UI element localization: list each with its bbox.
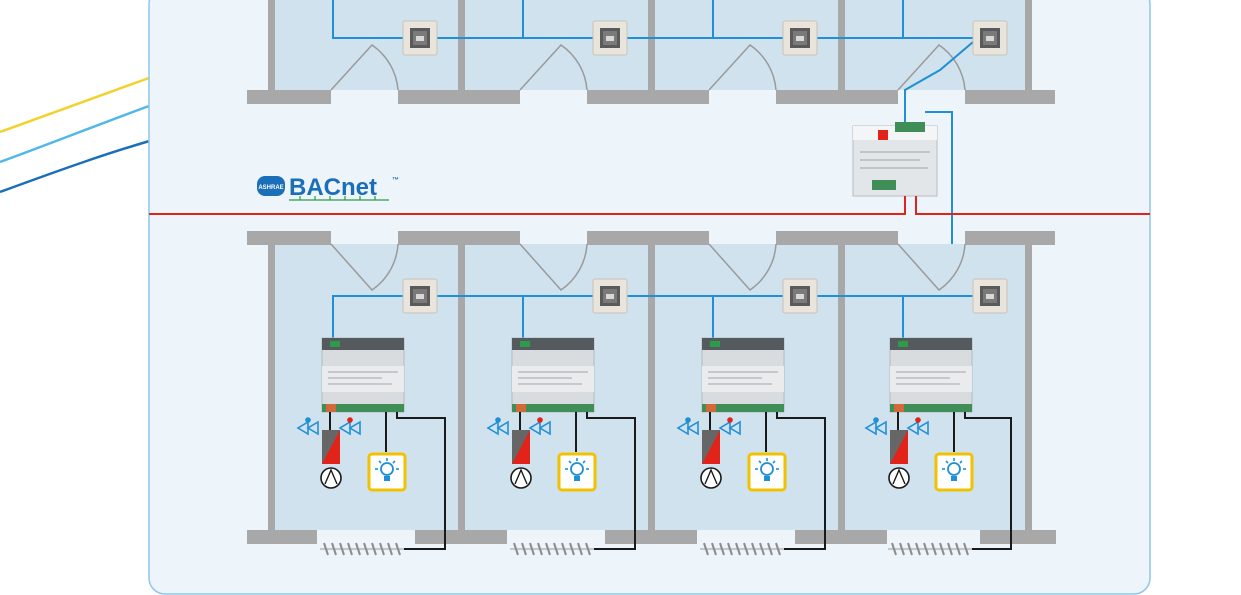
light-bulb-icon[interactable] [934, 452, 974, 492]
light-bulb-icon[interactable] [367, 452, 407, 492]
room-thermostat-icon[interactable] [782, 278, 818, 314]
ashrae-badge: ASHRAE [258, 185, 283, 191]
room-controller-icon[interactable] [511, 337, 595, 413]
trademark-symbol: ™ [392, 177, 399, 184]
room-controller-icon[interactable] [889, 337, 973, 413]
room-thermostat-icon[interactable] [402, 278, 438, 314]
bottom-floor [247, 231, 1056, 556]
room-thermostat-icon[interactable] [972, 20, 1008, 56]
bacnet-logo: ASHRAE BACnet ™ [257, 174, 399, 201]
room-controller-icon[interactable] [701, 337, 785, 413]
room-thermostat-icon[interactable] [782, 20, 818, 56]
light-bulb-icon[interactable] [747, 452, 787, 492]
light-bulb-icon[interactable] [557, 452, 597, 492]
bacnet-logo-text: BACnet [289, 174, 377, 201]
room-thermostat-icon[interactable] [402, 20, 438, 56]
bacnet-bus-line [149, 196, 1150, 215]
top-floor [247, 0, 1055, 122]
bacnet-gateway-icon[interactable] [852, 122, 938, 197]
room-controller-icon[interactable] [321, 337, 405, 413]
room-thermostat-icon[interactable] [592, 20, 628, 56]
room-thermostat-icon[interactable] [972, 278, 1008, 314]
room-thermostat-icon[interactable] [592, 278, 628, 314]
decorative-stripes [0, 72, 161, 194]
